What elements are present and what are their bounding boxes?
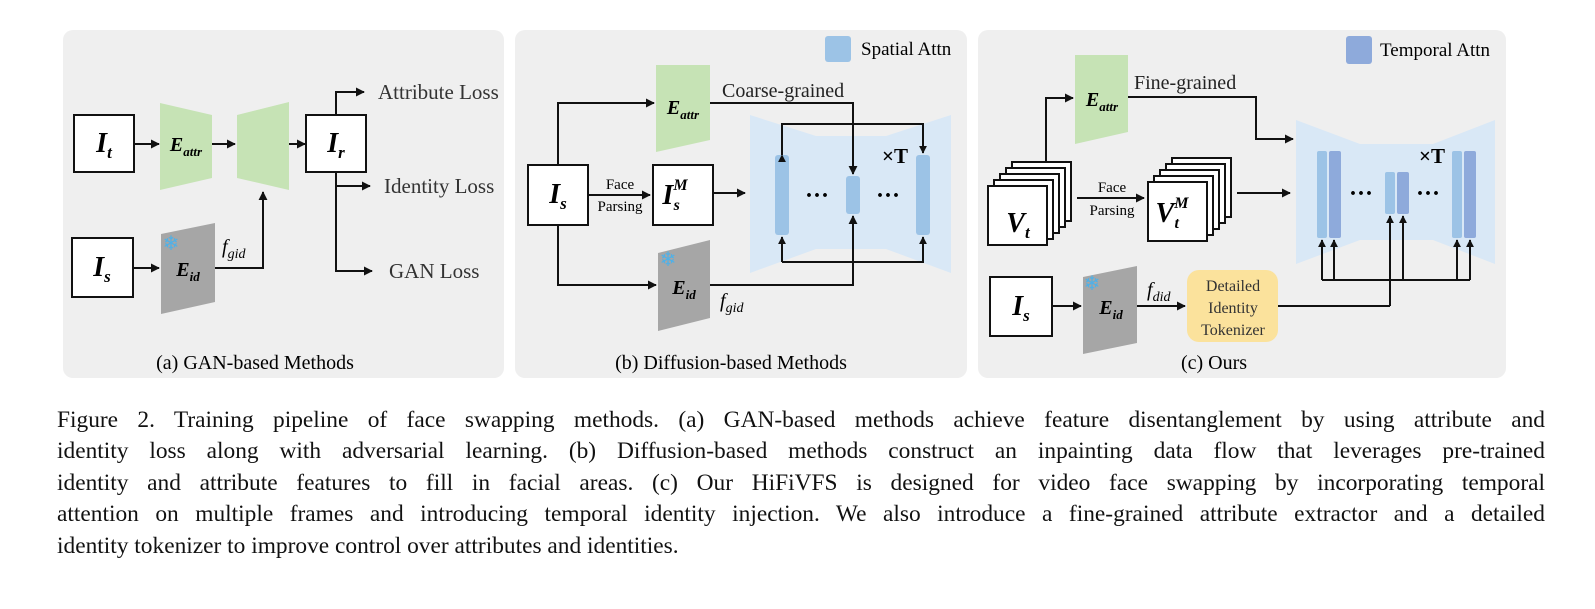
id-encoder bbox=[658, 240, 710, 331]
spatial-attn-legend-swatch bbox=[825, 36, 851, 62]
tokenizer-label-3: Tokenizer bbox=[1201, 322, 1265, 339]
snowflake-icon: ❄ bbox=[163, 233, 180, 255]
gid-feature-label: fgid bbox=[222, 236, 246, 262]
attr-encoder-label: Eattr bbox=[169, 134, 203, 159]
panel-diffusion-caption: (b) Diffusion-based Methods bbox=[615, 352, 847, 374]
arrow-source-to-attr-encoder bbox=[557, 98, 655, 165]
caption-line-3: identity and attribute features to fill … bbox=[57, 469, 1545, 496]
face-parsing-label-1: Face bbox=[1098, 180, 1127, 196]
temporal-attn-legend-label: Temporal Attn bbox=[1380, 40, 1491, 61]
masked-image-box bbox=[652, 164, 714, 226]
id-encoder bbox=[161, 223, 215, 314]
masked-video-frame bbox=[1147, 181, 1208, 242]
temporal-attn-block-right bbox=[1464, 151, 1476, 238]
decoder bbox=[237, 102, 289, 190]
arrow-to-gan-loss bbox=[335, 186, 373, 276]
identity-loss-label: Identity Loss bbox=[384, 174, 494, 198]
tokenizer-label-2: Identity bbox=[1208, 300, 1258, 317]
arrow-video-to-attr-encoder bbox=[1045, 93, 1074, 162]
unet-background bbox=[1296, 120, 1495, 264]
spatial-attn-block-left bbox=[775, 155, 789, 235]
temporal-attn-block-left bbox=[1329, 151, 1341, 238]
source-image-label: Is bbox=[1011, 291, 1030, 325]
ellipsis-right: ··· bbox=[876, 183, 900, 209]
caption-line-5: identity tokenizer to improve control ov… bbox=[57, 532, 679, 559]
caption-line-4: attention on multiple frames and introdu… bbox=[57, 501, 1545, 528]
arrow-id-feature-to-decoder bbox=[215, 191, 268, 269]
attr-encoder bbox=[1075, 55, 1128, 144]
face-parsing-label-2: Parsing bbox=[1090, 203, 1136, 219]
ellipsis-left: ··· bbox=[805, 183, 829, 209]
video-frames-label: Vt bbox=[1006, 208, 1031, 242]
skip-connection-bottom bbox=[782, 236, 927, 263]
face-parsing-label-1: Face bbox=[606, 177, 635, 193]
attr-encoder-label: Eattr bbox=[1085, 89, 1119, 114]
snowflake-icon: ❄ bbox=[660, 249, 677, 271]
gan-loss-label: GAN Loss bbox=[389, 259, 479, 283]
did-feature-label: fdid bbox=[1147, 279, 1171, 305]
id-encoder-label: Eid bbox=[175, 259, 200, 284]
figure-diagram: It Eattr Ir Attribute Loss Identity Loss… bbox=[63, 30, 1506, 378]
figure-caption: Figure 2. Training pipeline of face swap… bbox=[57, 405, 1545, 562]
face-parsing-label-2: Parsing bbox=[598, 199, 644, 215]
attr-encoder bbox=[160, 103, 212, 190]
video-frames-stack: Vt bbox=[987, 161, 1072, 246]
repeat-times-label: ×T bbox=[882, 144, 908, 168]
panel-gan-caption: (a) GAN-based Methods bbox=[156, 352, 354, 374]
arrow-to-attribute-loss bbox=[335, 87, 365, 115]
spatial-attn-legend-label: Spatial Attn bbox=[861, 39, 952, 60]
id-encoder-label: Eid bbox=[1098, 297, 1123, 322]
spatial-attn-block-middle bbox=[1385, 172, 1395, 214]
result-image-label: Ir bbox=[326, 128, 345, 162]
panel-ours-caption: (c) Ours bbox=[1181, 352, 1247, 374]
temporal-attn-block-middle bbox=[1397, 172, 1409, 214]
spatial-attn-block-right bbox=[916, 155, 930, 235]
source-image-label: Is bbox=[92, 252, 111, 286]
gid-feature-label: fgid bbox=[720, 290, 744, 316]
video-frame bbox=[987, 185, 1048, 246]
detailed-identity-tokenizer bbox=[1187, 270, 1278, 342]
ellipsis-right: ··· bbox=[1416, 181, 1440, 207]
source-image-label: Is bbox=[548, 179, 567, 213]
arrow-attr-feature-to-unet bbox=[1128, 96, 1294, 144]
panel-diffusion: Spatial Attn Is Eattr Coarse-grained Fac… bbox=[515, 30, 967, 378]
fine-grained-label: Fine-grained bbox=[1134, 72, 1236, 94]
arrow-attr-feature-to-unet bbox=[710, 102, 858, 175]
attr-encoder bbox=[656, 65, 710, 152]
panel-gan: It Eattr Ir Attribute Loss Identity Loss… bbox=[63, 30, 504, 378]
attr-encoder-label: Eattr bbox=[666, 97, 700, 122]
ellipsis-left: ··· bbox=[1349, 181, 1373, 207]
spatial-attn-block-right bbox=[1452, 151, 1462, 238]
target-image-label: It bbox=[95, 128, 113, 162]
repeat-times-label: ×T bbox=[1419, 144, 1445, 168]
arrow-source-to-id-encoder bbox=[557, 225, 657, 290]
coarse-grained-label: Coarse-grained bbox=[722, 80, 844, 102]
snowflake-icon: ❄ bbox=[1084, 273, 1101, 295]
caption-line-2: identity loss along with adversarial lea… bbox=[57, 438, 1545, 465]
attribute-loss-label: Attribute Loss bbox=[378, 80, 499, 104]
panel-ours: Temporal Attn Vt Eattr Fine-grained Face… bbox=[978, 30, 1506, 378]
tokenizer-label-1: Detailed bbox=[1206, 278, 1260, 295]
spatial-attn-block-left bbox=[1317, 151, 1327, 238]
caption-line-1: Figure 2. Training pipeline of face swap… bbox=[57, 407, 1545, 433]
spatial-attn-block-middle bbox=[846, 176, 860, 214]
id-encoder bbox=[1083, 266, 1137, 354]
arrow-id-feature-to-unet bbox=[710, 215, 858, 286]
temporal-attn-legend-swatch bbox=[1346, 36, 1372, 64]
id-encoder-label: Eid bbox=[671, 277, 696, 302]
